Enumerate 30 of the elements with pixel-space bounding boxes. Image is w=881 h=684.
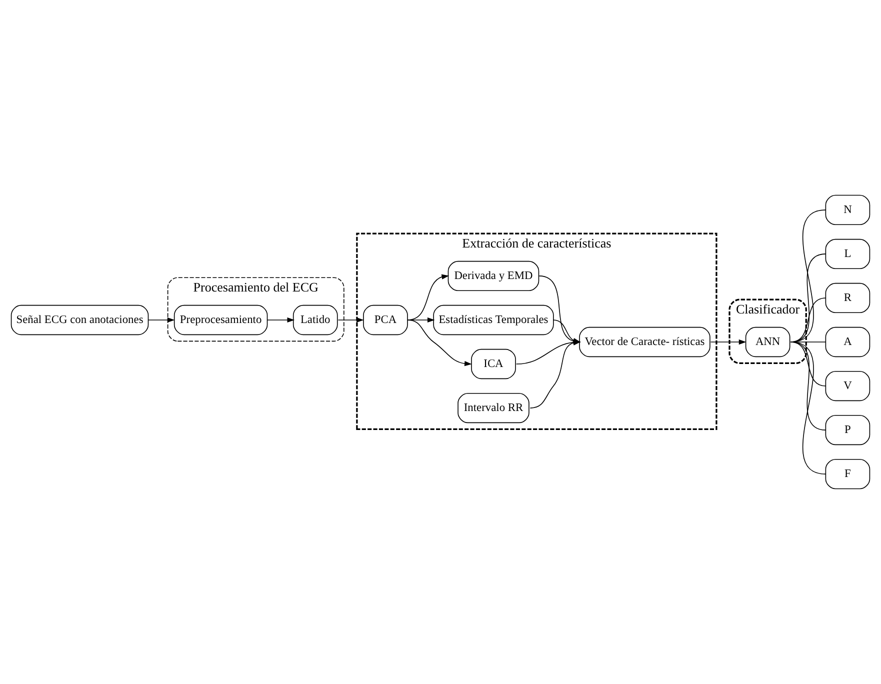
node-box: N <box>825 194 870 226</box>
arrow <box>266 317 295 323</box>
connector <box>790 210 826 342</box>
connector <box>790 342 826 474</box>
node-box: R <box>825 282 870 314</box>
node-box: Derivada y EMD <box>448 260 540 292</box>
arrow <box>407 320 472 366</box>
node-box: PCA <box>363 304 408 336</box>
node-box: Latido <box>292 304 338 336</box>
arrow <box>338 317 364 323</box>
node-box: A <box>825 326 870 358</box>
node-box: F <box>825 458 870 490</box>
node-box: L <box>825 238 870 270</box>
node-box: ICA <box>471 348 516 380</box>
node-box: Vector de Caracte- rísticas <box>579 326 710 358</box>
connector <box>790 254 826 342</box>
connector <box>790 342 826 386</box>
node-box: ANN <box>745 326 790 358</box>
node-box: P <box>825 414 870 446</box>
node-box: Señal ECG con anotaciones <box>10 304 149 336</box>
arrow <box>148 317 175 323</box>
arrow <box>407 317 435 323</box>
connector <box>790 342 826 430</box>
connector <box>790 298 826 342</box>
node-box: Intervalo RR <box>458 392 530 424</box>
node-box: Estadísticas Temporales <box>433 304 554 336</box>
arrow <box>407 274 450 320</box>
node-box: Preprocesamiento <box>174 304 268 336</box>
node-box: V <box>825 370 870 402</box>
arrow <box>710 339 746 345</box>
